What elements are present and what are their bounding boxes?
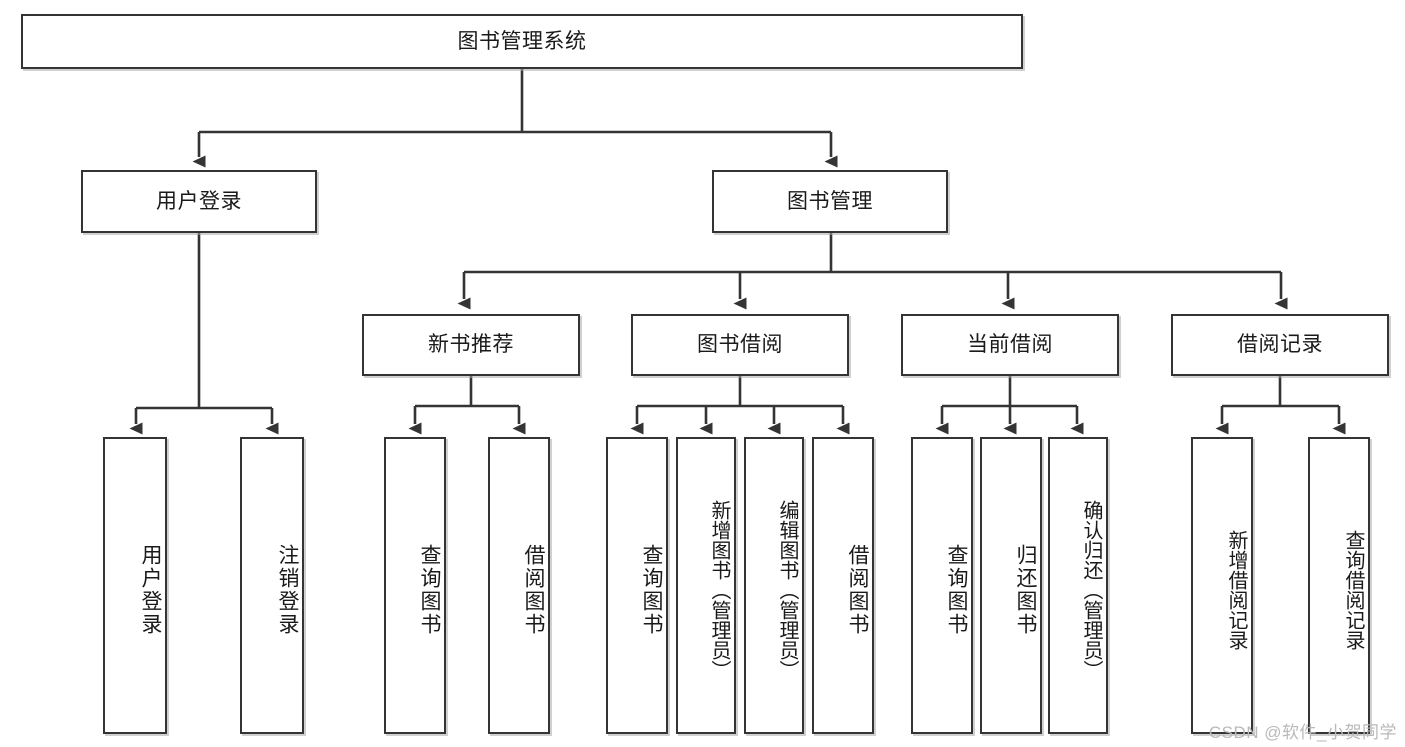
node-book-borrow[interactable]: 图书借阅 bbox=[631, 314, 849, 376]
node-leaf-edit-book-label: 编辑图书（管理员） bbox=[776, 499, 798, 680]
csdn-watermark: CSDN @软件_小贺同学 bbox=[1208, 723, 1397, 742]
node-root-label: 图书管理系统 bbox=[457, 29, 587, 53]
node-leaf-borrow-book-2-label: 借阅图书 bbox=[846, 543, 869, 636]
node-root[interactable]: 图书管理系统 bbox=[21, 14, 1023, 69]
node-leaf-add-book[interactable]: 新增图书（管理员） bbox=[676, 437, 736, 734]
node-leaf-user-login[interactable]: 用户登录 bbox=[103, 437, 167, 734]
node-leaf-borrow-book-2[interactable]: 借阅图书 bbox=[812, 437, 874, 734]
node-current-borrow[interactable]: 当前借阅 bbox=[901, 314, 1119, 376]
node-leaf-borrow-book-1-label: 借阅图书 bbox=[522, 543, 545, 636]
node-leaf-logout-login-label: 注销登录 bbox=[276, 543, 299, 636]
node-leaf-borrow-book-1[interactable]: 借阅图书 bbox=[488, 437, 550, 734]
node-leaf-query-book-1[interactable]: 查询图书 bbox=[384, 437, 446, 734]
node-borrow-record-label: 借阅记录 bbox=[1237, 333, 1323, 357]
node-user-login-label: 用户登录 bbox=[156, 189, 242, 213]
node-leaf-add-book-label: 新增图书（管理员） bbox=[708, 499, 730, 680]
node-leaf-query-record[interactable]: 查询借阅记录 bbox=[1308, 437, 1370, 734]
node-leaf-add-record-label: 新增借阅记录 bbox=[1225, 529, 1247, 650]
node-new-book-recommend[interactable]: 新书推荐 bbox=[362, 314, 580, 376]
node-book-management[interactable]: 图书管理 bbox=[712, 170, 948, 233]
node-leaf-query-book-1-label: 查询图书 bbox=[418, 543, 441, 636]
node-leaf-query-record-label: 查询借阅记录 bbox=[1342, 529, 1364, 650]
node-leaf-query-book-3-label: 查询图书 bbox=[945, 543, 968, 636]
node-leaf-confirm-return[interactable]: 确认归还（管理员） bbox=[1048, 437, 1108, 734]
node-current-borrow-label: 当前借阅 bbox=[967, 333, 1053, 357]
node-leaf-return-book-label: 归还图书 bbox=[1014, 543, 1037, 636]
node-new-book-recommend-label: 新书推荐 bbox=[428, 333, 514, 357]
node-user-login[interactable]: 用户登录 bbox=[81, 170, 317, 233]
node-borrow-record[interactable]: 借阅记录 bbox=[1171, 314, 1389, 376]
node-leaf-edit-book[interactable]: 编辑图书（管理员） bbox=[744, 437, 804, 734]
node-leaf-add-record[interactable]: 新增借阅记录 bbox=[1191, 437, 1253, 734]
node-leaf-user-login-label: 用户登录 bbox=[139, 543, 162, 636]
node-book-management-label: 图书管理 bbox=[787, 189, 873, 213]
node-leaf-query-book-3[interactable]: 查询图书 bbox=[911, 437, 973, 734]
node-leaf-query-book-2-label: 查询图书 bbox=[640, 543, 663, 636]
node-leaf-return-book[interactable]: 归还图书 bbox=[980, 437, 1042, 734]
node-leaf-logout-login[interactable]: 注销登录 bbox=[240, 437, 304, 734]
node-leaf-query-book-2[interactable]: 查询图书 bbox=[606, 437, 668, 734]
node-book-borrow-label: 图书借阅 bbox=[697, 333, 783, 357]
node-leaf-confirm-return-label: 确认归还（管理员） bbox=[1080, 499, 1102, 680]
